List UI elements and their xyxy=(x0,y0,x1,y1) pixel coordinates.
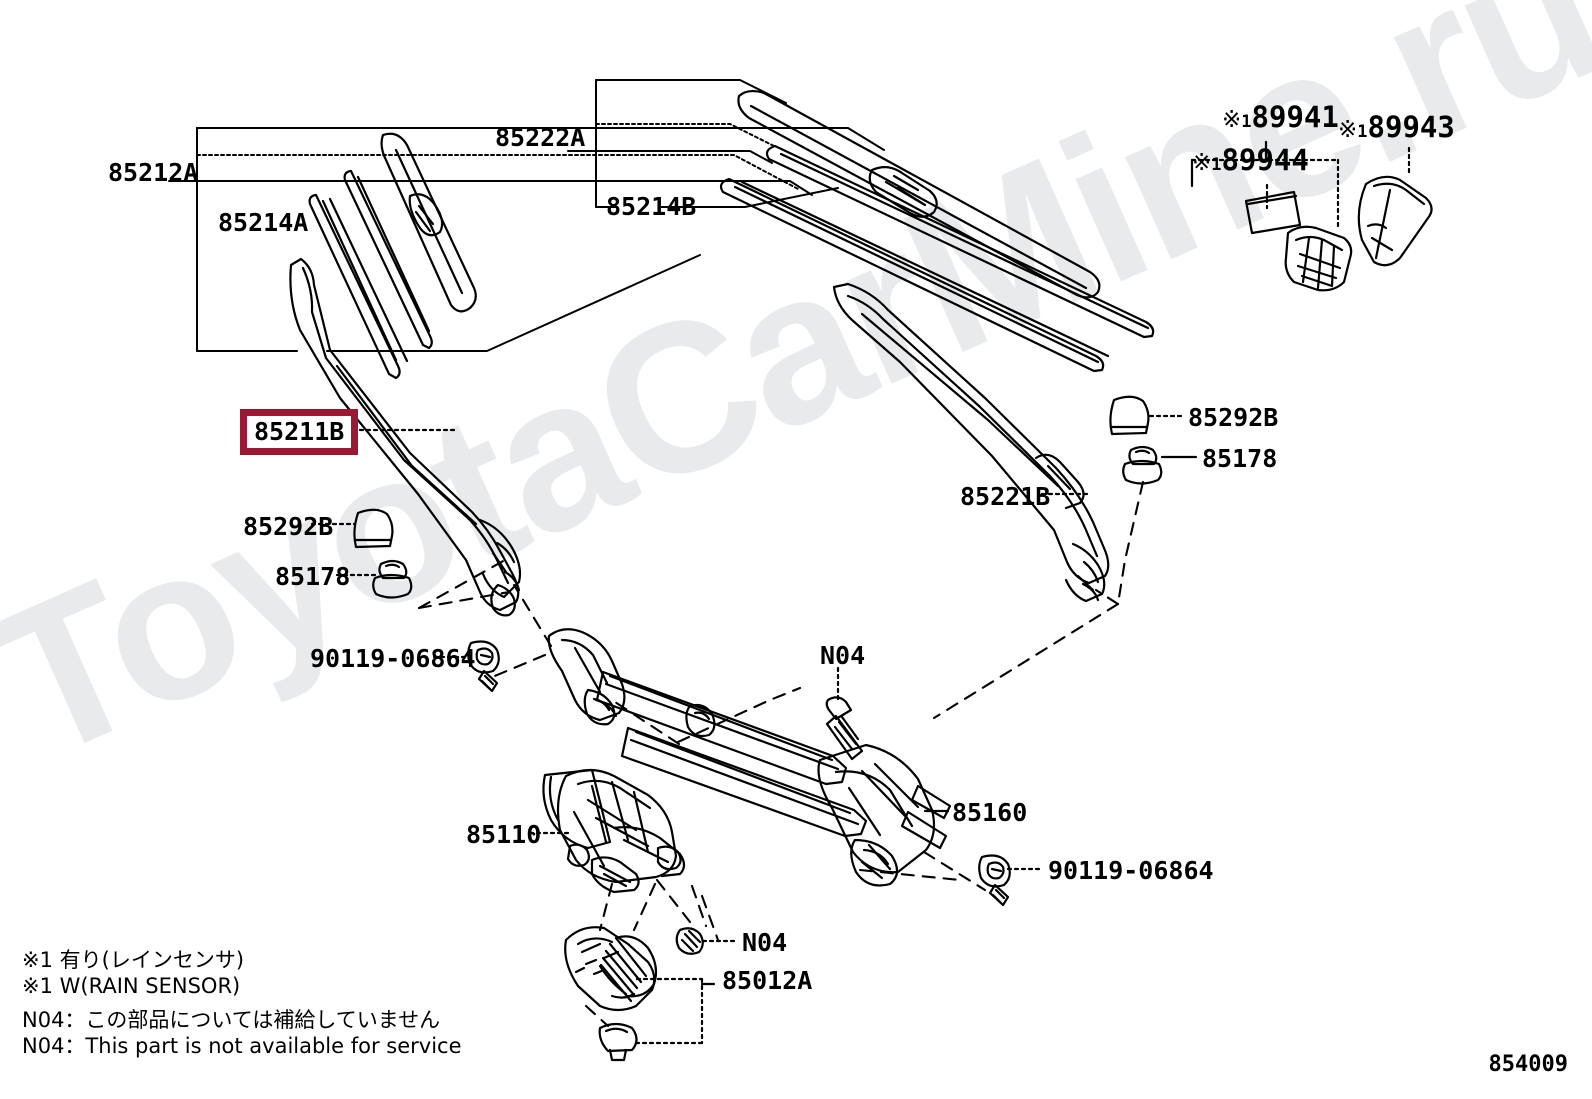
star-mark-89944: ※ xyxy=(1192,150,1212,176)
label-90119-06864-left[interactable]: 90119-06864 xyxy=(310,644,476,673)
star-index-89941: 1 xyxy=(1241,112,1252,132)
label-85212a[interactable]: 85212A xyxy=(108,158,199,187)
label-85178-right[interactable]: 85178 xyxy=(1202,444,1278,473)
nut-85178-left xyxy=(372,559,413,599)
label-85214b[interactable]: 85214B xyxy=(606,192,697,221)
legend-line-4: N04：This part is not available for servi… xyxy=(22,1034,462,1058)
star-mark-89941: ※ xyxy=(1222,107,1242,133)
bolt-n04-bottom xyxy=(675,927,704,955)
leader-lines xyxy=(310,140,1411,1045)
label-85292b-right[interactable]: 85292B xyxy=(1188,403,1279,432)
screw-90119-right xyxy=(978,854,1011,907)
label-89944[interactable]: ※189944 xyxy=(1192,143,1309,177)
star-index-89944: 1 xyxy=(1211,155,1222,175)
leader-85212a-bracket xyxy=(168,127,885,352)
label-90119-06864-right[interactable]: 90119-06864 xyxy=(1048,856,1214,885)
bracket-85012a-assembly xyxy=(564,926,658,1062)
label-85211b-highlighted[interactable]: 85211B xyxy=(240,409,359,455)
legend-line-3: N04：この部品については補給していません xyxy=(22,1008,441,1032)
label-89943-number: 89943 xyxy=(1367,110,1455,144)
label-89943[interactable]: ※189943 xyxy=(1338,110,1455,144)
legend-notes: ※1 有り(レインセンサ) ※1 W(RAIN SENSOR) N04：この部品… xyxy=(22,947,462,1059)
label-89941-number: 89941 xyxy=(1251,100,1339,134)
star-mark-89943: ※ xyxy=(1338,117,1358,143)
label-85214a[interactable]: 85214A xyxy=(218,208,309,237)
nut-85178-right xyxy=(1122,445,1163,485)
label-89944-number: 89944 xyxy=(1221,143,1309,177)
assembly-dashed-lines xyxy=(417,480,1145,1028)
bolt-n04-mid xyxy=(825,696,864,761)
right-wiper-blade-assembly xyxy=(719,89,1155,373)
small-parts-top-right xyxy=(1244,175,1433,292)
diagram-code: 854009 xyxy=(1488,1052,1568,1077)
leader-85222a-bracket xyxy=(567,79,839,208)
label-n04-bottom[interactable]: N04 xyxy=(742,928,788,957)
label-85160[interactable]: 85160 xyxy=(952,798,1028,827)
legend-line-1: ※1 有り(レインセンサ) xyxy=(22,948,245,972)
star-index-89943: 1 xyxy=(1357,122,1368,142)
label-85292b-left[interactable]: 85292B xyxy=(243,512,334,541)
cap-85292b-right xyxy=(1109,395,1150,436)
right-wiper-arm xyxy=(832,282,1110,603)
wiper-linkage-85160 xyxy=(547,628,952,887)
label-85012a[interactable]: 85012A xyxy=(722,966,813,995)
label-85178-left[interactable]: 85178 xyxy=(275,562,351,591)
legend-line-2: ※1 W(RAIN SENSOR) xyxy=(22,974,241,998)
label-89941[interactable]: ※189941 xyxy=(1222,100,1339,134)
left-wiper-blade-assembly xyxy=(308,132,477,380)
legend-spacer xyxy=(22,999,462,1007)
label-85221b[interactable]: 85221B xyxy=(960,482,1051,511)
label-n04-mid[interactable]: N04 xyxy=(820,641,866,670)
cap-85292b-left xyxy=(353,508,394,549)
label-85222a[interactable]: 85222A xyxy=(495,123,586,152)
wiper-motor-85110 xyxy=(542,768,686,894)
label-85110[interactable]: 85110 xyxy=(466,820,542,849)
